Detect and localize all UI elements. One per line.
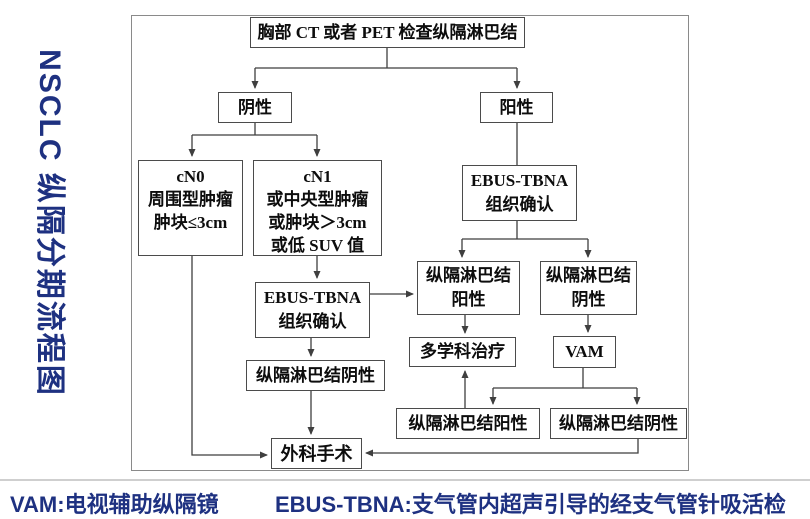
node-label-line: 肿块≤3cm bbox=[153, 213, 228, 232]
node-label: 多学科治疗 bbox=[420, 342, 505, 361]
node-label: 纵隔淋巴结阴性 bbox=[559, 413, 678, 433]
node-mediastinal-node-positive-mid: 纵隔淋巴结 阳性 bbox=[417, 261, 520, 315]
node-label-line: 或低 SUV 值 bbox=[270, 236, 365, 255]
node-multidisciplinary-treatment: 多学科治疗 bbox=[409, 337, 516, 367]
legend-ebus-definition: EBUS-TBNA:支气管内超声引导的经支气管针吸活检 bbox=[275, 492, 786, 517]
node-ebus-tbna-left: EBUS-TBNA 组织确认 bbox=[255, 282, 370, 338]
node-label-line: 组织确认 bbox=[485, 195, 554, 214]
node-mediastinal-node-positive-bottom: 纵隔淋巴结阳性 bbox=[396, 408, 540, 439]
node-label-line: 纵隔淋巴结 bbox=[546, 266, 631, 285]
node-vam: VAM bbox=[553, 336, 616, 368]
node-negative: 阴性 bbox=[218, 92, 292, 123]
node-label-line: 或中央型肿瘤 bbox=[266, 190, 369, 209]
legend: VAM:电视辅助纵隔镜 EBUS-TBNA:支气管内超声引导的经支气管针吸活检 bbox=[0, 487, 810, 517]
node-label: 外科手术 bbox=[280, 443, 353, 464]
node-label-line: EBUS-TBNA bbox=[470, 171, 569, 190]
node-label-line: 阴性 bbox=[571, 290, 606, 309]
node-label: VAM bbox=[565, 342, 604, 361]
node-label-line: 或肿块＞3cm bbox=[268, 213, 367, 232]
node-mediastinal-node-negative-mid: 纵隔淋巴结 阴性 bbox=[540, 261, 637, 315]
node-label-line: 组织确认 bbox=[278, 312, 347, 331]
node-label-line: 纵隔淋巴结 bbox=[426, 266, 511, 285]
node-mediastinal-node-negative-left: 纵隔淋巴结阴性 bbox=[246, 360, 385, 391]
node-cn0: cN0 周围型肿瘤 肿块≤3cm bbox=[138, 160, 243, 256]
node-label: 阳性 bbox=[499, 97, 534, 117]
node-ct-pet-exam: 胸部 CT 或者 PET 检查纵隔淋巴结 bbox=[250, 17, 525, 48]
node-label-line: EBUS-TBNA bbox=[263, 288, 362, 307]
node-cn1: cN1 或中央型肿瘤 或肿块＞3cm 或低 SUV 值 bbox=[253, 160, 382, 256]
node-label: 胸部 CT 或者 PET 检查纵隔淋巴结 bbox=[257, 22, 518, 42]
node-positive: 阳性 bbox=[480, 92, 553, 123]
node-label-line: 阳性 bbox=[451, 290, 486, 309]
slide-divider-line bbox=[0, 479, 810, 481]
node-label-line: cN1 bbox=[303, 167, 332, 186]
node-surgery: 外科手术 bbox=[271, 438, 362, 469]
node-label: 纵隔淋巴结阳性 bbox=[408, 413, 528, 433]
node-label: 纵隔淋巴结阴性 bbox=[256, 365, 375, 385]
node-label-line: 周围型肿瘤 bbox=[148, 190, 233, 209]
legend-vam-definition: VAM:电视辅助纵隔镜 bbox=[10, 492, 219, 517]
node-label-line: cN0 bbox=[176, 167, 205, 186]
node-ebus-tbna-right: EBUS-TBNA 组织确认 bbox=[462, 165, 577, 221]
node-mediastinal-node-negative-bottom: 纵隔淋巴结阴性 bbox=[550, 408, 687, 439]
node-label: 阴性 bbox=[238, 97, 272, 117]
